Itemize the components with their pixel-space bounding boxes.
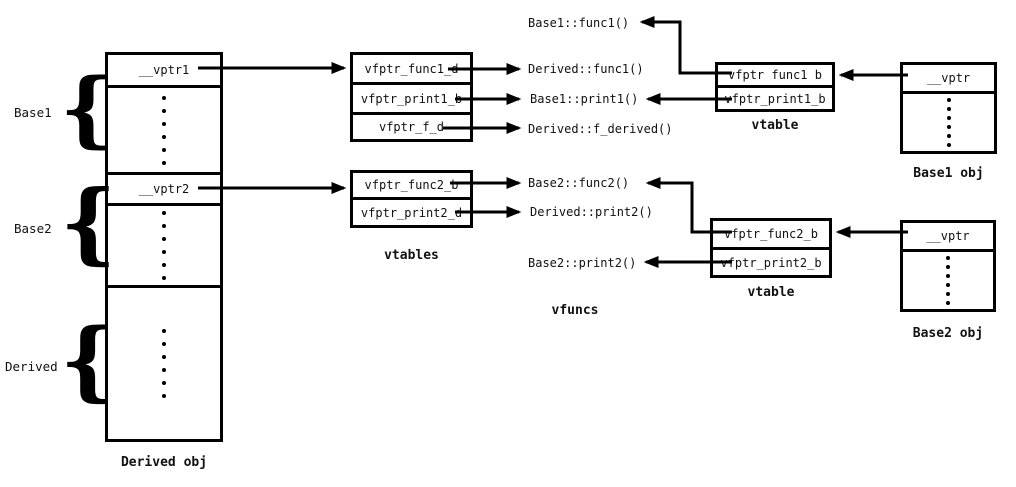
slot-dot — [946, 134, 951, 138]
slot-dot — [162, 147, 166, 152]
base2-obj-slots — [903, 249, 993, 309]
slot-dot — [946, 265, 950, 269]
slot-dot — [946, 256, 950, 260]
slot-dot — [162, 121, 166, 126]
slot-dot — [162, 237, 166, 241]
derived-obj-base1-slots — [108, 85, 220, 172]
derived-obj-vptr1-cell: __vptr1 — [138, 63, 190, 77]
base2-obj-vptr-cell: __vptr — [926, 229, 970, 243]
slot-dot — [162, 224, 166, 228]
base1-vtable-row-print1: vfptr_print1_b — [718, 85, 832, 109]
vfunc-derived-func1: Derived::func1() — [528, 62, 644, 76]
mid-vtable2-box: vfptr_func2_b vfptr_print2_d — [350, 170, 473, 228]
derived-obj-vptr2-cell: __vptr2 — [108, 172, 220, 203]
slot-dot — [946, 283, 950, 287]
slot-dot — [946, 301, 950, 305]
derived-obj-caption: Derived obj — [120, 455, 208, 470]
mid-vtable1-row-func1: vfptr_func1_d — [364, 61, 459, 76]
derived-obj-derived-slots — [108, 285, 220, 439]
base1-vtable-box: vfptr func1 b vfptr_print1_b — [715, 62, 835, 112]
slot-dot — [946, 98, 951, 102]
slot-dot — [946, 143, 951, 147]
slot-dot — [162, 250, 166, 254]
base1-vtable-row-func1: vfptr func1 b — [728, 68, 822, 82]
slot-dot — [162, 381, 166, 385]
mid-vtable1-row-f-d: vfptr_f_d — [353, 112, 470, 139]
mid-vtables-caption: vtables — [384, 248, 439, 263]
vfunc-derived-print2: Derived::print2() — [530, 205, 653, 219]
slot-dot — [162, 211, 166, 215]
slot-dot — [162, 276, 166, 280]
derived-obj-box: __vptr1 __vptr2 — [105, 52, 223, 442]
base2-obj-box: __vptr — [900, 220, 996, 312]
slot-dot — [946, 116, 951, 120]
derived-brace: { — [60, 310, 116, 411]
mid-vtable2-row-func2: vfptr_func2_b — [364, 178, 459, 192]
base2-brace: { — [60, 170, 117, 274]
vfunc-base1-print1: Base1::print1() — [530, 92, 639, 106]
vfunc-base2-func2: Base2::func2() — [528, 176, 630, 190]
base1-obj-slots — [903, 91, 994, 151]
slot-dot — [162, 160, 166, 165]
derived-subobject-label: Derived — [5, 359, 58, 374]
slot-dot — [162, 329, 166, 333]
vfuncs-caption: vfuncs — [551, 303, 599, 318]
slot-dot — [162, 368, 166, 372]
mid-vtable1-row-print1: vfptr_print1_b — [353, 82, 470, 112]
base1-vtable-caption: vtable — [751, 118, 799, 133]
mid-vtable2-row-print2: vfptr_print2_d — [353, 197, 470, 225]
vfunc-base1-func1: Base1::func1() — [528, 16, 630, 30]
base2-obj-caption: Base2 obj — [912, 326, 984, 341]
slot-dot — [946, 125, 951, 129]
mid-vtable1-box: vfptr_func1_d vfptr_print1_b vfptr_f_d — [350, 52, 473, 142]
base1-brace: { — [60, 61, 113, 157]
slot-dot — [162, 134, 166, 139]
slot-dot — [162, 108, 166, 113]
slot-dot — [946, 274, 950, 278]
base1-obj-box: __vptr — [900, 62, 997, 154]
base1-obj-vptr-cell: __vptr — [926, 71, 971, 85]
slot-dot — [946, 107, 951, 111]
slot-dot — [946, 292, 950, 296]
base1-subobject-label: Base1 — [14, 105, 52, 120]
slot-dot — [162, 355, 166, 359]
base2-vtable-row-func2: vfptr_func2_b — [724, 227, 818, 241]
base2-vtable-caption: vtable — [747, 285, 795, 300]
base1-obj-caption: Base1 obj — [913, 166, 984, 181]
slot-dot — [162, 263, 166, 267]
slot-dot — [162, 342, 166, 346]
slot-dot — [162, 394, 166, 398]
base2-vtable-box: vfptr_func2_b vfptr_print2_b — [710, 218, 832, 278]
base2-vtable-row-print2: vfptr_print2_b — [713, 247, 829, 275]
derived-obj-base2-slots — [108, 203, 220, 285]
slot-dot — [162, 95, 166, 100]
base2-subobject-label: Base2 — [14, 221, 52, 236]
vfunc-derived-f-derived: Derived::f_derived() — [528, 122, 673, 136]
vfunc-base2-print2: Base2::print2() — [528, 256, 637, 270]
